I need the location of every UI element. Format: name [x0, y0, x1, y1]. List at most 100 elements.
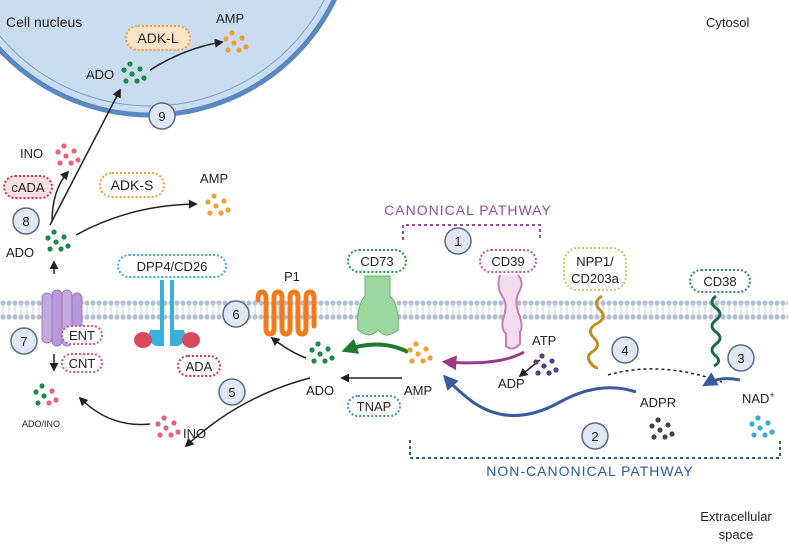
- metabolite-dot: [134, 78, 140, 84]
- arrow-npp1-dashed: [607, 368, 723, 383]
- metabolite-dot: [657, 427, 663, 433]
- metabolite-dot: [41, 393, 47, 399]
- ado-dots-nucleus: [121, 61, 147, 84]
- metabolite-dot: [409, 358, 415, 364]
- metabolite-dot: [549, 358, 555, 364]
- metabolite-dot: [329, 355, 335, 361]
- metabolite-dot: [75, 157, 81, 163]
- metabolite-dots: [33, 30, 775, 440]
- adk-s-label: ADK-S: [111, 177, 154, 193]
- metabolite-dot: [533, 359, 539, 365]
- npp1-label-line2: CD203a: [571, 271, 619, 286]
- metabolite-dot: [546, 370, 552, 376]
- arrow-ado-into-nucleus: [49, 88, 121, 226]
- metabolite-dot: [51, 229, 57, 235]
- dpp4-tag: [117, 254, 227, 278]
- metabolite-dot: [141, 75, 147, 81]
- metabolite-dot: [325, 346, 331, 352]
- step-4: 4: [611, 336, 639, 364]
- cada-label: cADA: [11, 180, 45, 195]
- step-7-number: 7: [20, 334, 27, 349]
- ado-label-extracellular: ADO: [306, 383, 334, 398]
- metabolite-dot: [207, 210, 213, 216]
- ado-ino-label: ADO/INO: [22, 419, 60, 429]
- arrow-ado-to-p1: [270, 336, 307, 359]
- ado-label-cytosol: ADO: [6, 245, 34, 260]
- metabolite-dot: [239, 35, 245, 41]
- nucleus-label: Cell nucleus: [6, 14, 82, 30]
- ado-dots-extracellular: [309, 341, 335, 364]
- npp1-protein-icon: [586, 294, 605, 370]
- amp-label-extracellular: AMP: [404, 383, 432, 398]
- ada-label: ADA: [186, 359, 213, 374]
- metabolite-dot: [309, 347, 315, 353]
- metabolite-dot: [539, 353, 545, 359]
- metabolite-dot: [769, 429, 775, 435]
- metabolite-dot: [155, 421, 161, 427]
- cd38-label: CD38: [703, 274, 736, 289]
- non-canonical-pathway-label: NON-CANONICAL PATHWAY: [486, 463, 693, 479]
- amp-dots-extracellular: [407, 341, 433, 364]
- metabolite-dot: [35, 400, 41, 406]
- amp-label-nucleus: AMP: [216, 11, 244, 26]
- step-3: 3: [727, 344, 755, 372]
- cd38-protein-icon: [710, 294, 722, 368]
- metabolite-dot: [225, 47, 231, 53]
- metabolite-dot: [168, 432, 174, 438]
- adpr-dots: [649, 417, 675, 440]
- metabolite-dot: [751, 432, 757, 438]
- metabolite-dot: [55, 149, 61, 155]
- metabolite-dot: [45, 235, 51, 241]
- metabolite-dot: [649, 423, 655, 429]
- dpp4-label: DPP4/CD26: [137, 259, 208, 274]
- metabolite-dot: [68, 160, 74, 166]
- adk-s-tag: [99, 172, 165, 198]
- ada-tag: [177, 355, 221, 377]
- arrow-cd73-amp-to-ado: [341, 338, 409, 354]
- cnt-label: CNT: [69, 356, 96, 371]
- metabolite-dot: [211, 193, 217, 199]
- p1-label: P1: [284, 269, 300, 284]
- metabolite-dot: [157, 432, 163, 438]
- amp-dots-nucleus: [223, 30, 249, 53]
- metabolite-dot: [749, 421, 755, 427]
- cnt-tag: [61, 353, 103, 373]
- cada-tag: [3, 175, 53, 199]
- tnap-tag: [347, 395, 401, 417]
- metabolite-dot: [49, 388, 55, 394]
- metabolite-dot: [57, 160, 63, 166]
- metabolite-dot: [39, 383, 45, 389]
- cd73-tag: [347, 249, 407, 273]
- metabolite-dot: [218, 210, 224, 216]
- metabolite-dot: [427, 355, 433, 361]
- metabolite-dot: [213, 203, 219, 209]
- atp-dots: [533, 353, 559, 376]
- metabolite-dot: [123, 78, 129, 84]
- metabolite-dot: [71, 148, 77, 154]
- metabolite-dot: [762, 432, 768, 438]
- metabolite-dot: [129, 71, 135, 77]
- metabolite-dot: [535, 370, 541, 376]
- nad-dots: [749, 415, 775, 438]
- cytosol-label: Cytosol: [706, 15, 749, 30]
- metabolite-dot: [223, 36, 229, 42]
- metabolite-dot: [317, 351, 323, 357]
- npp1-label-line1: NPP1/: [576, 254, 614, 269]
- arrow-adpr-to-amp: [442, 374, 637, 417]
- cd73-protein-icon: [357, 275, 399, 336]
- adk-l-tag: [125, 25, 191, 51]
- ado-label-nucleus: ADO: [86, 67, 114, 82]
- metabolite-dot: [161, 415, 167, 421]
- metabolite-dot: [221, 198, 227, 204]
- cd39-protein-icon: [497, 274, 523, 350]
- metabolite-dot: [58, 246, 64, 252]
- metabolite-dot: [315, 341, 321, 347]
- metabolite-dot: [243, 44, 249, 50]
- metabolite-dot: [229, 30, 235, 36]
- step-9: 9: [148, 102, 176, 130]
- metabolite-dot: [33, 389, 39, 395]
- step-9-number: 9: [158, 109, 165, 124]
- adpr-label: ADPR: [640, 395, 676, 410]
